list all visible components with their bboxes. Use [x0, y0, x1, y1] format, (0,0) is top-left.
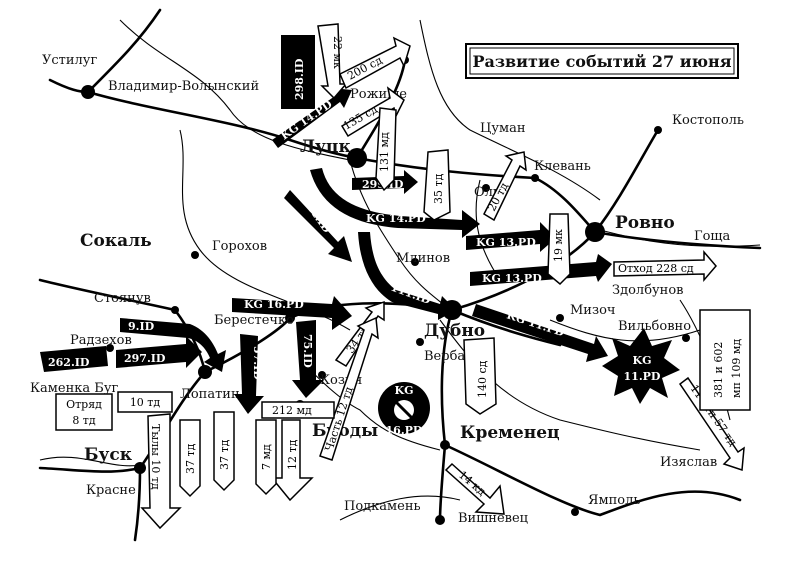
soviet-22mk: 22 мк — [317, 23, 348, 100]
svg-text:131 мд: 131 мд — [378, 132, 391, 172]
city-goscha: Гоща — [694, 229, 731, 244]
soviet-tyly-10td: Тылы 10 тд — [140, 413, 182, 530]
soviet-212md: 212 мд — [261, 401, 335, 419]
unit-kg13pd-a: KG 13.PD — [466, 222, 556, 252]
unit-kg13pd-b: KG 13.PD — [470, 254, 612, 286]
city-brody: Броды — [312, 421, 378, 441]
soviet-37td-a: 37 тд — [179, 419, 201, 498]
city-busk: Буск — [84, 445, 133, 465]
svg-text:22 мк: 22 мк — [331, 36, 344, 69]
soviet-units: 22 мк 200 сд 135 сд 131 мд 35 тд 20 тд 1… — [55, 23, 751, 530]
unit-75id: 75.ID — [292, 320, 324, 398]
soviet-7md: 7 мд — [255, 419, 277, 496]
city-rovno: Ровно — [615, 213, 675, 233]
svg-text:KG 13.PD: KG 13.PD — [476, 236, 536, 249]
city-mlinov: Млинов — [396, 251, 450, 266]
soviet-35td: 35 тд — [423, 149, 451, 221]
svg-text:Отряд: Отряд — [66, 398, 102, 411]
unit-111id: 111.ID — [358, 232, 456, 320]
svg-text:37 тд: 37 тд — [184, 443, 197, 474]
city-kamenka-bug: Каменка Буг — [30, 381, 118, 396]
svg-text:298.ID: 298.ID — [293, 58, 306, 100]
svg-text:KG 13.PD: KG 13.PD — [482, 272, 542, 285]
city-radzekhov: Радзехов — [70, 333, 132, 348]
city-yampol: Ямполь — [588, 493, 640, 508]
city-kremenets: Кременец — [460, 423, 560, 443]
svg-text:140 сд: 140 сд — [476, 360, 489, 398]
svg-text:12 тд: 12 тд — [286, 439, 299, 470]
svg-text:297.ID: 297.ID — [124, 352, 166, 365]
svg-text:Тылы 10 тд: Тылы 10 тд — [149, 424, 162, 490]
city-izyaslav: Изяслав — [660, 455, 717, 470]
svg-text:KG 14.PD: KG 14.PD — [366, 212, 426, 225]
city-lutsk: Луцк — [300, 137, 351, 157]
city-stoyanuv: Стоянув — [94, 291, 151, 306]
unit-298id: 298.ID — [279, 33, 317, 111]
city-gorokhov: Горохов — [212, 239, 267, 254]
city-kostopol: Костополь — [672, 113, 744, 128]
svg-text:35 тд: 35 тд — [432, 173, 445, 204]
unit-kg16pd-circle: KG 16.PD — [378, 382, 430, 437]
svg-text:KG: KG — [633, 354, 652, 367]
city-sokal: Сокаль — [80, 231, 152, 251]
unit-9id: 9.ID — [120, 318, 226, 372]
city-labels: Устилуг Владимир-Волынский Луцк Рожище Ц… — [30, 53, 744, 526]
svg-text:381 и 602: 381 и 602 — [712, 342, 725, 398]
svg-text:KG: KG — [395, 384, 414, 397]
unit-kg16pd-arrow: KG 16.PD — [232, 296, 352, 330]
city-podkamen: Подкамень — [344, 499, 421, 514]
svg-text:262.ID: 262.ID — [48, 356, 90, 369]
soviet-381-602mp-109md: 381 и 602 мп 109 мд — [699, 309, 751, 411]
svg-text:мп 109 мд: мп 109 мд — [730, 339, 743, 398]
svg-text:19 мк: 19 мк — [552, 229, 565, 262]
svg-text:75.ID: 75.ID — [301, 334, 314, 368]
city-krasne: Красне — [86, 483, 136, 498]
svg-text:8 тд: 8 тд — [72, 414, 96, 427]
svg-text:10 тд: 10 тд — [130, 396, 161, 409]
city-klevan: Клевань — [534, 159, 591, 174]
svg-text:7 мд: 7 мд — [260, 444, 273, 470]
svg-text:212 мд: 212 мд — [272, 404, 312, 417]
svg-text:Часть 12 тд: Часть 12 тд — [322, 385, 355, 453]
city-vladimir-volynsky: Владимир-Волынский — [108, 79, 259, 94]
unit-57id: 57.ID — [234, 334, 264, 414]
svg-text:Отход 228 сд: Отход 228 сд — [618, 262, 694, 275]
city-zdolbunov: Здолбунов — [612, 283, 683, 298]
city-dubno: Дубно — [424, 321, 485, 341]
city-mizoch: Мизоч — [570, 303, 616, 318]
soviet-131md: 131 мд — [375, 107, 397, 192]
city-berestechko: Берестечко — [214, 313, 294, 328]
unit-kg14pd-mid: KG 14.PD — [310, 168, 480, 238]
soviet-140sd: 140 сд — [463, 337, 497, 415]
soviet-otryad-8td: Отряд 8 тд — [55, 393, 113, 431]
svg-text:11.PD: 11.PD — [624, 370, 661, 383]
svg-text:16.PD: 16.PD — [386, 424, 423, 437]
city-vishnevets: Вишневец — [458, 511, 528, 526]
svg-text:37 тд: 37 тд — [218, 439, 231, 470]
city-ustilug: Устилуг — [42, 53, 97, 68]
city-verba: Верба — [424, 349, 465, 364]
soviet-12td: 12 тд — [270, 419, 314, 502]
soviet-otkhod-228sd: Отход 228 сд — [613, 249, 717, 283]
city-vilbovno: Вильбовно — [618, 319, 691, 334]
svg-text:KG 16.PD: KG 16.PD — [244, 298, 304, 311]
soviet-37td-b: 37 тд — [213, 411, 235, 492]
city-tsuman: Цуман — [480, 121, 526, 136]
map-title-box: Развитие событий 27 июня — [465, 43, 739, 79]
svg-text:9.ID: 9.ID — [128, 320, 155, 333]
map-title: Развитие событий 27 июня — [472, 52, 731, 71]
city-lopatin: Лопатин — [180, 387, 240, 402]
unit-kg11pd-star: KG 11.PD — [602, 328, 680, 404]
unit-262id: 262.ID — [40, 346, 108, 372]
soviet-19mk: 19 мк — [547, 213, 571, 286]
soviet-10td: 10 тд — [117, 391, 173, 413]
unit-297id: 297.ID — [116, 336, 202, 368]
svg-text:57.ID: 57.ID — [251, 346, 264, 380]
soviet-14kd: 14 кд — [444, 462, 505, 515]
